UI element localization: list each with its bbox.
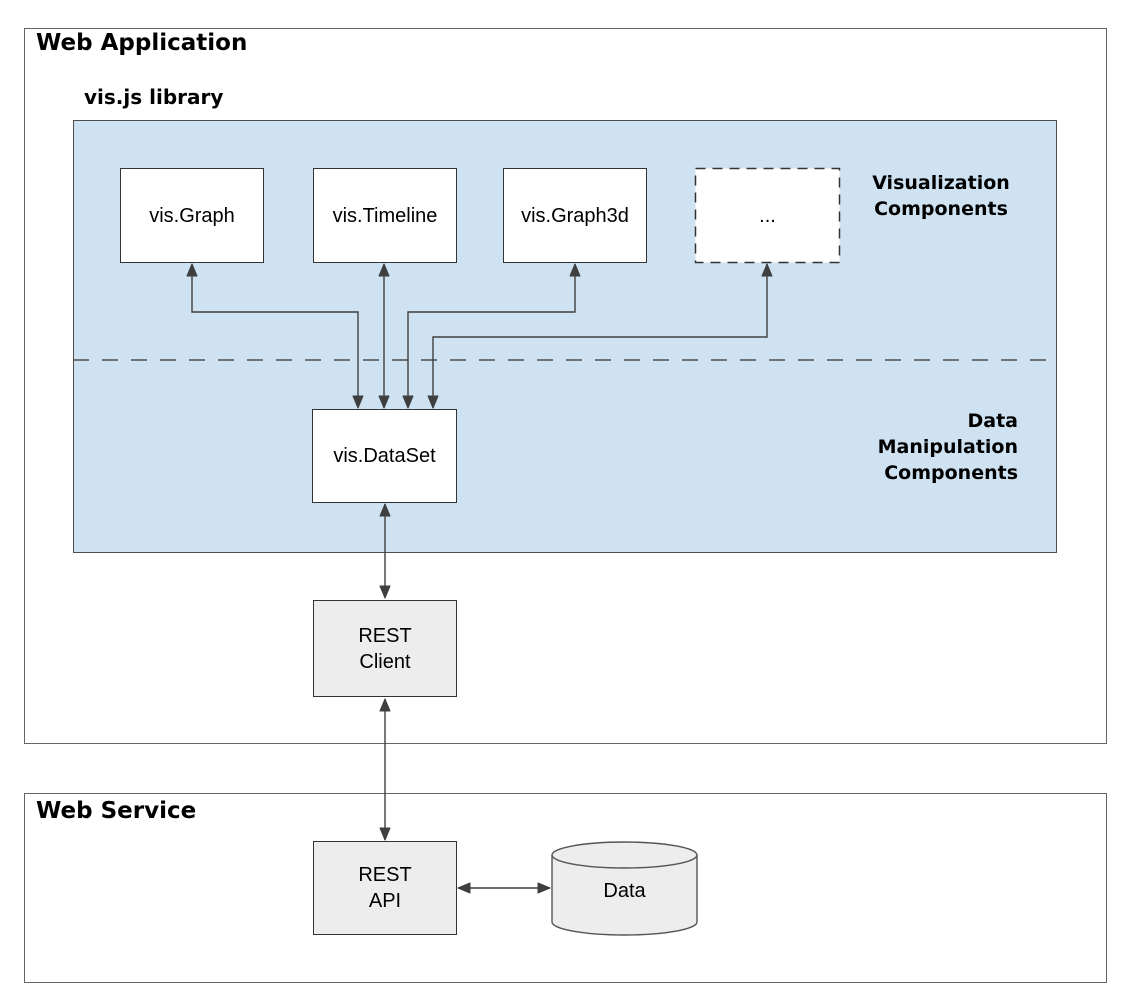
vis-js-library-title: vis.js library bbox=[84, 85, 224, 109]
component-label: vis.Graph bbox=[149, 204, 235, 227]
component-label: vis.Graph3d bbox=[521, 204, 629, 227]
visualization-components-label: Visualization Components bbox=[872, 172, 1010, 220]
web-service-title: Web Service bbox=[36, 798, 197, 824]
component-box-vis-graph3d: vis.Graph3d bbox=[503, 168, 647, 263]
component-box-vis-graph: vis.Graph bbox=[120, 168, 264, 263]
rest-client-box: REST Client bbox=[313, 600, 457, 697]
database-cylinder-rim bbox=[551, 854, 698, 869]
component-box-more: ... bbox=[695, 168, 840, 263]
web-application-title: Web Application bbox=[36, 30, 248, 56]
rest-client-label: REST Client bbox=[358, 624, 412, 673]
more-components-dashed-box bbox=[694, 167, 841, 264]
dataset-box: vis.DataSet bbox=[312, 409, 457, 503]
data-manipulation-components-label: Data Manipulation Components bbox=[877, 410, 1018, 484]
database-cylinder bbox=[551, 841, 698, 936]
arrow-more-dataset bbox=[427, 263, 773, 409]
arrow-graph-dataset bbox=[186, 263, 364, 409]
component-box-vis-timeline: vis.Timeline bbox=[313, 168, 457, 263]
component-label: ... bbox=[759, 204, 776, 227]
rest-api-box: REST API bbox=[313, 841, 457, 935]
component-label: vis.Timeline bbox=[332, 204, 438, 227]
database-label: Data bbox=[603, 880, 646, 902]
rest-api-label: REST API bbox=[358, 864, 412, 912]
dataset-label: vis.DataSet bbox=[333, 445, 436, 467]
